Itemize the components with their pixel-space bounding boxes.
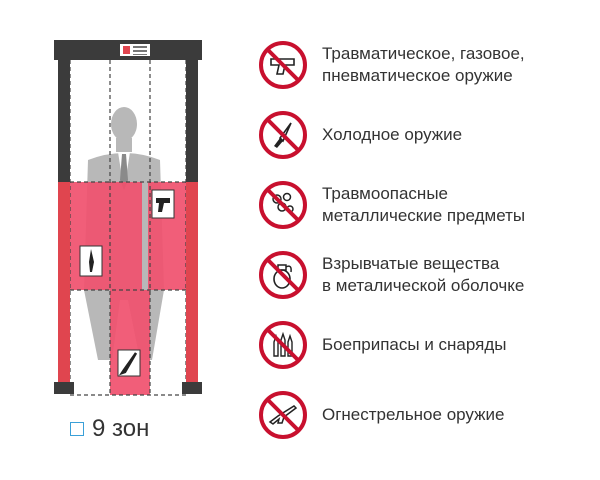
item-label-line1: Боеприпасы и снаряды <box>322 335 507 354</box>
list-item: Взрывчатые вещества в металической оболо… <box>258 250 598 300</box>
legend-swatch <box>70 422 84 436</box>
list-item: Боеприпасы и снаряды <box>258 320 598 370</box>
legend-text: 9 зон <box>92 415 150 442</box>
left-pillar <box>54 42 74 394</box>
zone-center-bottom <box>110 290 150 395</box>
right-pillar <box>182 42 202 394</box>
list-item: Холодное оружие <box>258 110 598 160</box>
metal-detector-gate <box>40 30 240 400</box>
item-label-line1: Взрывчатые вещества <box>322 254 500 273</box>
item-label-line2: пневматическое оружие <box>322 66 513 85</box>
item-label-line1: Травмоопасные <box>322 184 448 203</box>
grenade-icon <box>259 251 307 299</box>
item-label-line2: металлические предметы <box>322 206 526 225</box>
top-bar <box>54 40 202 60</box>
knife-card <box>79 245 103 277</box>
zone-grid-lines <box>69 60 187 396</box>
knife-icon <box>259 111 307 159</box>
item-label-line1: Холодное оружие <box>322 125 463 144</box>
item-label-line1: Травматическое, газовое, <box>322 44 525 63</box>
pistol-card <box>151 189 175 219</box>
zones-legend: 9 зон <box>70 415 149 443</box>
bullets-icon <box>259 321 307 369</box>
list-item: Травматическое, газовое, пневматическое … <box>258 40 598 90</box>
item-label-line2: в металической оболочке <box>322 276 525 295</box>
list-item: Травмоопасные металлические предметы <box>258 180 598 230</box>
item-label-line1: Огнестрельное оружие <box>322 405 505 424</box>
rifle-icon <box>259 391 307 439</box>
gate-illustration <box>54 40 202 396</box>
metal-objects-icon <box>259 181 307 229</box>
blade-card <box>117 349 141 377</box>
pistol-icon <box>259 41 307 89</box>
list-item: Огнестрельное оружие <box>258 390 598 440</box>
